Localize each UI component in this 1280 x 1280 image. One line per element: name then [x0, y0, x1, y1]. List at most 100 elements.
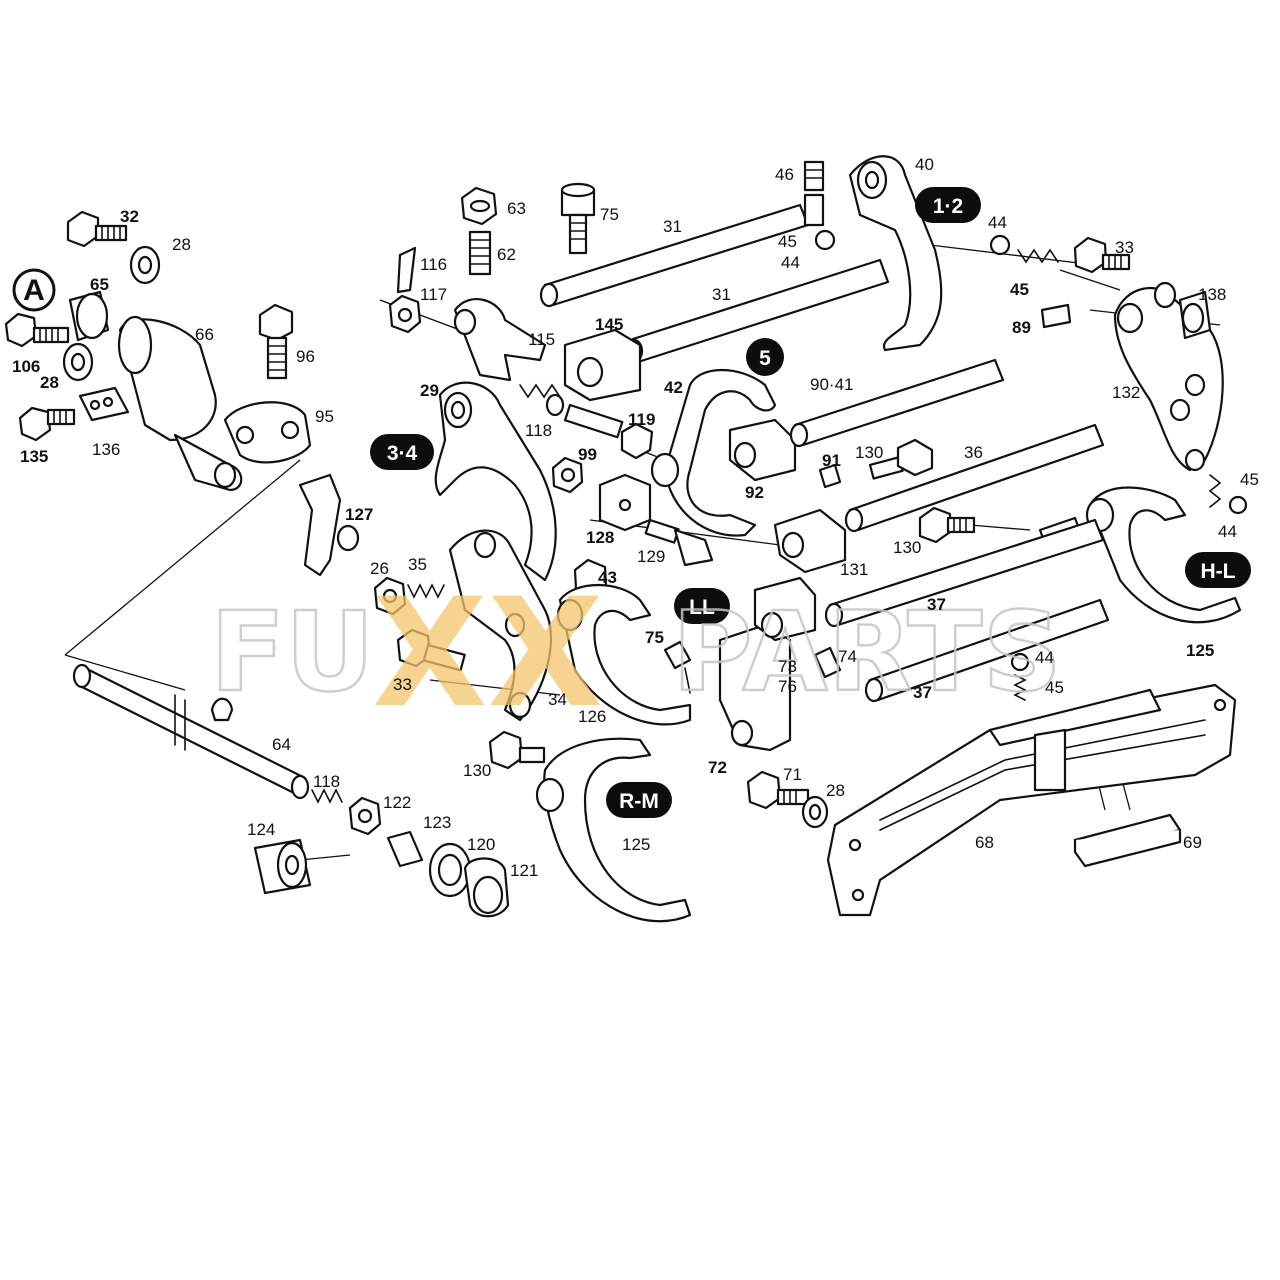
label-145: 145: [595, 315, 623, 334]
label-45-right: 45: [1010, 280, 1029, 299]
bolt-130-upper: [868, 438, 934, 480]
label-117: 117: [420, 285, 447, 304]
label-72: 72: [708, 758, 727, 777]
spring-118-upper: [519, 383, 565, 417]
label-106: 106: [12, 357, 40, 376]
label-63: 63: [507, 199, 526, 218]
block-73: [753, 576, 817, 642]
circle-badge-5-text: 5: [759, 347, 771, 370]
lever-34: [448, 529, 553, 722]
block-145: [563, 328, 642, 402]
bolt-106: [4, 312, 70, 348]
fork-29: [434, 381, 557, 582]
fork-42: [650, 368, 777, 537]
label-34: 34: [548, 690, 567, 709]
label-62: 62: [497, 245, 516, 264]
label-75-top: 75: [600, 205, 619, 224]
lever-66: [117, 315, 243, 492]
circle-badge-A-text: A: [23, 274, 45, 307]
gear-badge-34-text: 3·4: [387, 442, 418, 465]
label-138: 138: [1198, 285, 1226, 304]
gear-badge-12-text: 1·2: [933, 195, 963, 218]
block-131: [773, 508, 847, 574]
spring-62: [468, 230, 492, 276]
bushing-138: [1178, 290, 1212, 340]
label-115: 115: [528, 330, 555, 349]
block-92: [728, 418, 797, 482]
screw-75-top: [560, 182, 596, 255]
rod-9041: [789, 358, 1005, 448]
watermark-mark: XX: [372, 567, 603, 741]
pin-91: [818, 463, 842, 489]
circle-badge-5: 5: [746, 338, 784, 376]
label-44-lower-right: 44: [1218, 522, 1237, 541]
label-124: 124: [247, 820, 275, 839]
label-128: 128: [586, 528, 614, 547]
watermark-left: FU: [210, 588, 374, 716]
label-44-lower: 44: [1035, 648, 1054, 667]
cotter-116: [396, 246, 417, 294]
label-129: 129: [637, 547, 665, 566]
label-33-right: 33: [1115, 238, 1134, 257]
rod-36: [844, 423, 1105, 533]
label-99: 99: [578, 445, 597, 464]
detent-46: [803, 160, 836, 251]
label-73: 73: [778, 657, 797, 676]
label-31-upper: 31: [663, 217, 682, 236]
spring-45-right: [1017, 248, 1059, 264]
label-45-lower-right: 45: [1240, 470, 1259, 489]
fork-125-rm: [535, 737, 692, 923]
watermark-right: PARTS: [672, 588, 1062, 716]
watermark: FU XX PARTS: [209, 567, 1063, 741]
label-33-lower: 33: [393, 675, 412, 694]
label-28-lower: 28: [826, 781, 845, 800]
label-123: 123: [423, 813, 451, 832]
screw-75-lower: [663, 640, 692, 694]
label-31-lower: 31: [712, 285, 731, 304]
label-44-right: 44: [988, 213, 1007, 232]
label-32: 32: [120, 207, 139, 226]
label-65: 65: [90, 275, 109, 294]
label-130-upper: 130: [855, 443, 883, 462]
label-91: 91: [822, 451, 841, 470]
ring-120: [428, 842, 472, 898]
label-122: 122: [383, 793, 411, 812]
label-74: 74: [838, 647, 857, 666]
nut-63: [460, 186, 498, 226]
detent-44-45-lower: [1010, 652, 1030, 701]
bolt-33-right: [1073, 236, 1131, 274]
label-37-lower: 37: [913, 683, 932, 702]
label-64: 64: [272, 735, 291, 754]
gear-badge-34: 3·4: [370, 434, 434, 470]
label-45-top: 45: [778, 232, 797, 251]
fork-40: [848, 155, 943, 352]
gear-badge-hl: H-L: [1185, 552, 1251, 588]
label-118-lower: 118: [313, 772, 340, 791]
plate-68: [826, 683, 1237, 917]
bolt-96: [258, 303, 294, 380]
label-40: 40: [915, 155, 934, 174]
label-131: 131: [840, 560, 868, 579]
label-118-upper: 118: [525, 421, 552, 440]
pin-123: [386, 830, 424, 868]
gear-badge-rm: R-M: [606, 782, 672, 818]
bolt-130-lower: [488, 730, 546, 770]
gear-badge-hl-text: H-L: [1201, 560, 1236, 583]
label-95: 95: [315, 407, 334, 426]
bolt-33-lower: [396, 628, 466, 672]
label-68: 68: [975, 833, 994, 852]
label-43: 43: [598, 568, 617, 587]
label-135: 135: [20, 447, 48, 466]
bolt-130-mid: [918, 506, 976, 544]
pin-89: [1040, 303, 1072, 329]
label-130-lower: 130: [463, 761, 491, 780]
bolt-119: [563, 403, 654, 460]
label-75-lower: 75: [645, 628, 664, 647]
label-36: 36: [964, 443, 983, 462]
clamp-95: [223, 401, 312, 464]
label-35: 35: [408, 555, 427, 574]
rod-37-upper: [824, 518, 1105, 628]
label-46: 46: [775, 165, 794, 184]
label-127: 127: [345, 505, 373, 524]
